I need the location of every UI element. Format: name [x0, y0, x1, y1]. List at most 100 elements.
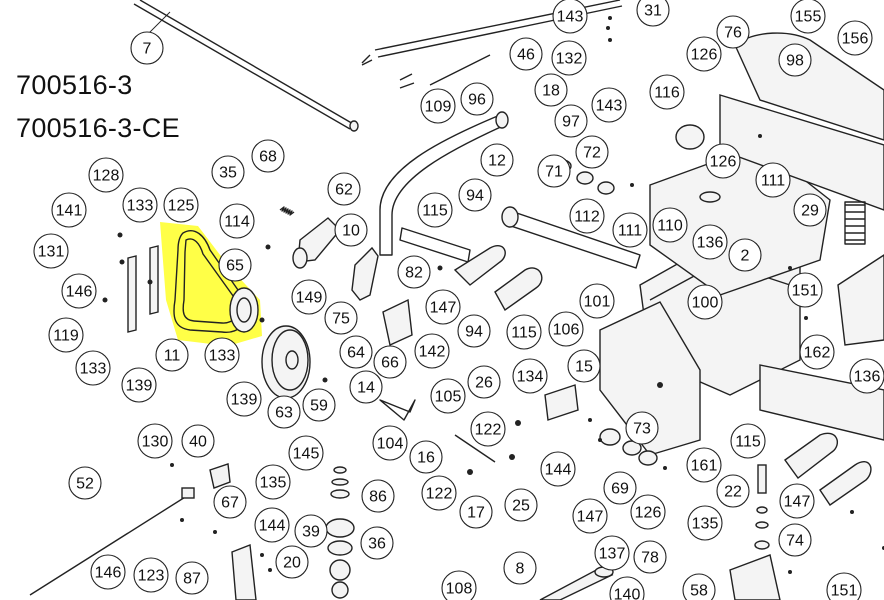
callout-part-111: 111 — [755, 162, 791, 198]
callout-label: 109 — [425, 99, 452, 116]
brackets-part-147 — [784, 432, 872, 506]
callout-label: 7 — [143, 41, 152, 58]
callout-part-143: 143 — [552, 0, 588, 34]
callout-balloon — [430, 378, 466, 414]
callout-part-35: 35 — [211, 155, 245, 189]
callout-label: 11 — [164, 348, 181, 365]
callout-label: 136 — [854, 369, 881, 386]
callout-balloon — [633, 540, 667, 574]
callout-part-142: 142 — [414, 333, 450, 369]
callout-label: 46 — [517, 47, 535, 64]
callout-part-2: 2 — [728, 238, 762, 272]
callout-balloon — [652, 207, 688, 243]
callout-label: 146 — [95, 565, 122, 582]
callout-part-161: 161 — [686, 447, 722, 483]
callout-balloon — [778, 523, 812, 557]
callout-label: 111 — [618, 223, 642, 240]
callout-balloon — [213, 485, 247, 519]
callout-balloon — [551, 40, 587, 76]
callout-balloon — [211, 155, 245, 189]
callout-part-151: 151 — [787, 272, 823, 308]
callout-balloon — [133, 557, 169, 593]
callout-balloon — [218, 248, 252, 282]
callout-part-82: 82 — [397, 255, 431, 289]
callout-part-87: 87 — [175, 561, 209, 595]
callout-balloon — [572, 498, 608, 534]
callout-part-8: 8 — [503, 551, 537, 585]
callout-balloon — [687, 505, 723, 541]
rod-part-16 — [454, 434, 496, 463]
callout-balloon — [130, 31, 164, 65]
model-number-primary: 700516-3 — [16, 70, 133, 100]
callout-part-25: 25 — [504, 488, 538, 522]
spring-part-68 — [279, 206, 295, 216]
callout-balloon — [504, 488, 538, 522]
bracket-part-87 — [231, 544, 257, 600]
callout-label: 133 — [209, 348, 236, 365]
callout-balloon — [421, 475, 457, 511]
callout-label: 111 — [761, 173, 785, 190]
callout-label: 126 — [635, 505, 662, 522]
callout-balloon — [692, 224, 728, 260]
callout-label: 135 — [692, 516, 719, 533]
callout-balloon — [61, 273, 97, 309]
callout-balloon — [470, 411, 506, 447]
callout-label: 15 — [575, 359, 593, 376]
callout-part-144: 144 — [540, 451, 576, 487]
callout-label: 147 — [430, 300, 457, 317]
callout-label: 156 — [842, 31, 869, 48]
callout-part-135: 135 — [255, 464, 291, 500]
callout-balloon — [417, 192, 453, 228]
callout-balloon — [33, 233, 69, 269]
callout-part-136: 136 — [849, 358, 884, 394]
callout-label: 75 — [332, 311, 350, 328]
callout-part-112: 112 — [569, 198, 605, 234]
callout-label: 155 — [795, 9, 822, 26]
callout-balloon — [372, 425, 408, 461]
callout-label: 130 — [142, 434, 169, 451]
callout-label: 82 — [405, 265, 423, 282]
callout-part-105: 105 — [430, 378, 466, 414]
callout-label: 25 — [512, 498, 530, 515]
callout-part-78: 78 — [633, 540, 667, 574]
callout-balloon — [591, 87, 627, 123]
callout-part-26: 26 — [467, 365, 501, 399]
callout-balloon — [397, 255, 431, 289]
callout-balloon — [512, 358, 548, 394]
callout-label: 115 — [735, 434, 761, 451]
callout-label: 87 — [183, 571, 201, 588]
callout-balloon — [649, 74, 685, 110]
callout-label: 94 — [465, 324, 483, 341]
callout-balloon — [291, 279, 327, 315]
callout-label: 69 — [611, 481, 629, 498]
callout-label: 97 — [562, 114, 580, 131]
bracket-part-134 — [544, 384, 579, 421]
callout-balloon — [480, 143, 514, 177]
callout-balloon — [51, 192, 87, 228]
callout-part-126: 126 — [630, 494, 666, 530]
callout-part-122: 122 — [470, 411, 506, 447]
callout-part-115: 115 — [730, 423, 766, 459]
callout-label: 16 — [417, 450, 435, 467]
callout-balloon — [219, 203, 255, 239]
callout-balloon — [294, 514, 328, 548]
callout-part-133: 133 — [122, 187, 158, 223]
callout-label: 58 — [690, 583, 708, 600]
callout-label: 96 — [468, 92, 486, 109]
callout-part-52: 52 — [68, 466, 102, 500]
callout-label: 125 — [168, 198, 195, 215]
callout-part-149: 149 — [291, 279, 327, 315]
callout-part-136: 136 — [692, 224, 728, 260]
callout-label: 143 — [557, 9, 584, 26]
callout-balloon — [575, 135, 609, 169]
bracket-part-40 — [209, 463, 231, 489]
callout-part-68: 68 — [251, 139, 285, 173]
callout-part-74: 74 — [778, 523, 812, 557]
plate-part-66 — [382, 298, 413, 346]
callout-label: 151 — [792, 283, 819, 300]
callout-label: 131 — [38, 244, 65, 261]
callout-balloon — [460, 82, 494, 116]
brackets-part-94 — [453, 245, 543, 312]
callout-balloon — [779, 483, 815, 519]
callout-balloon — [548, 311, 584, 347]
